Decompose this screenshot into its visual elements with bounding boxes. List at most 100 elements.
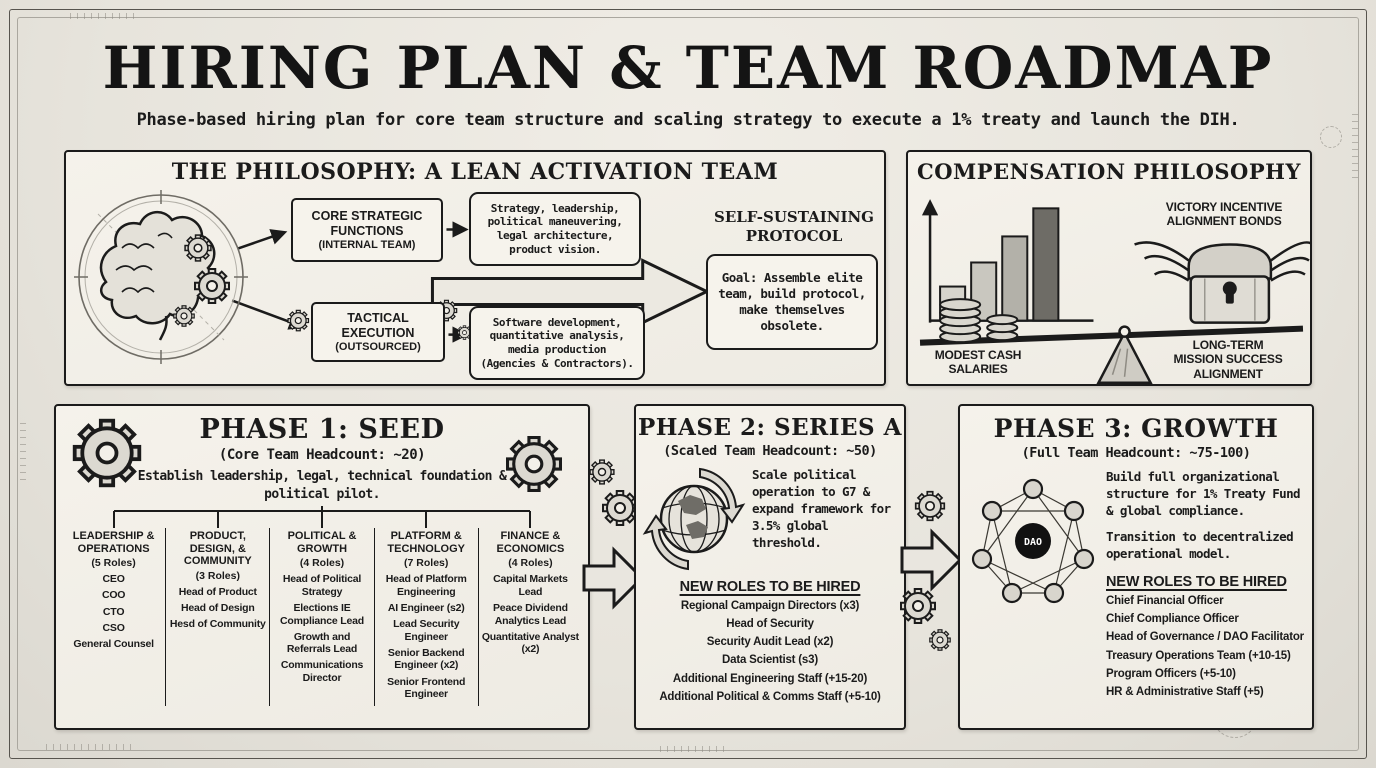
new-roles-title: NEW ROLES TO BE HIRED <box>1106 574 1287 591</box>
gear-icon <box>900 588 936 624</box>
phase2-headcount: (Scaled Team Headcount: ~50) <box>663 443 877 459</box>
growth-bar-chart-icon <box>921 199 1094 323</box>
ruler-marks <box>1352 108 1358 178</box>
phase2-panel: PHASE 2: SERIES A (Scaled Team Headcount… <box>634 404 906 730</box>
philosophy-title: THE PHILOSOPHY: A LEAN ACTIVATION TEAM <box>171 159 779 185</box>
role-item: Chief Compliance Officer <box>1106 613 1239 626</box>
core-functions-box: CORE STRATEGIC FUNCTIONS (INTERNAL TEAM) <box>291 198 443 262</box>
gear-icon <box>184 234 212 262</box>
role-item: Senior Frontend Engineer <box>387 675 466 701</box>
column-count: (7 Roles) <box>404 557 449 570</box>
role-item: Peace Dividend Analytics Lead <box>493 602 568 627</box>
new-roles-title: NEW ROLES TO BE HIRED <box>679 579 861 595</box>
column-title: LEADERSHIP & OPERATIONS <box>72 530 155 555</box>
philosophy-panel: THE PHILOSOPHY: A LEAN ACTIVATION TEAM C… <box>64 150 886 386</box>
role-item: Data Scientist (s3) <box>722 654 818 667</box>
tactical-execution-box: TACTICAL EXECUTION (OUTSOURCED) <box>311 302 445 362</box>
role-item: Senior Backend Engineer (x2) <box>387 646 465 672</box>
coin-stack-icon <box>939 298 1019 344</box>
dao-center-node <box>1015 523 1051 559</box>
role-item: Head of Governance / DAO Facilitator <box>1106 631 1304 644</box>
role-item: Chief Financial Officer <box>1106 594 1224 607</box>
role-item: CTO <box>102 605 125 618</box>
phase1-headcount: (Core Team Headcount: ~20) <box>218 447 426 463</box>
tactical-execution-subtitle: (OUTSOURCED) <box>335 340 421 353</box>
phase2-body: Scale political operation to G7 & expand… <box>642 467 898 571</box>
phase3-title: PHASE 3: GROWTH <box>993 414 1279 443</box>
phase1-description: Establish leadership, legal, technical f… <box>137 469 507 502</box>
phase-transition-arrow <box>900 528 963 592</box>
column-count: (5 Roles) <box>91 557 136 570</box>
phase3-right-column: Build full organizational structure for … <box>1106 469 1304 705</box>
salaries-label: MODEST CASH SALARIES <box>934 348 1022 377</box>
bonds-label: VICTORY INCENTIVE ALIGNMENT BONDS <box>1165 200 1283 229</box>
tactical-execution-title: TACTICAL EXECUTION <box>341 311 415 340</box>
column-title: POLITICAL & GROWTH <box>287 530 357 555</box>
tactical-detail-box: Software development, quantitative analy… <box>469 306 645 380</box>
role-item: Additional Political & Comms Staff (+5-1… <box>659 690 881 703</box>
ruler-marks <box>46 744 136 750</box>
gear-icon <box>589 459 615 485</box>
core-functions-title: CORE STRATEGIC FUNCTIONS <box>311 209 423 238</box>
phase1-column-finance: FINANCE & ECONOMICS (4 Roles) Capital Ma… <box>477 528 582 707</box>
gear-icon <box>173 305 195 327</box>
gear-icon <box>194 268 230 304</box>
role-item: Head of Platform Engineering <box>385 573 467 598</box>
phase3-description-2: Transition to decentralized operational … <box>1106 528 1294 561</box>
phase3-panel: PHASE 3: GROWTH (Full Team Headcount: ~7… <box>958 404 1314 730</box>
protocol-goal-box: Goal: Assemble elite team, build protoco… <box>706 254 878 350</box>
role-item: Head of Design <box>180 602 255 615</box>
role-item: Elections IE Compliance Lead <box>280 602 364 627</box>
ruler-marks <box>20 420 26 480</box>
page-title: HIRING PLAN & TEAM ROADMAP <box>102 34 1274 102</box>
column-title: PRODUCT, DESIGN, & COMMUNITY <box>183 530 252 568</box>
role-item: Additional Engineering Staff (+15-20) <box>672 672 868 685</box>
role-item: Communications Director <box>280 659 364 685</box>
phase-transition-arrow <box>582 546 645 610</box>
core-detail-box: Strategy, leadership, political maneuver… <box>469 192 641 266</box>
compensation-title: COMPENSATION PHILOSOPHY <box>917 159 1301 184</box>
role-item: Hesd of Community <box>169 618 266 631</box>
gear-icon <box>506 436 562 492</box>
new-roles-list: Regional Campaign Directors (x3)Head of … <box>636 600 904 705</box>
winged-treasure-chest-icon <box>1134 241 1310 324</box>
role-item: AI Engineer (s2) <box>387 602 465 615</box>
phase1-title: PHASE 1: SEED <box>199 414 445 445</box>
ruler-marks <box>660 746 730 752</box>
gear-icon <box>602 490 638 526</box>
phase1-column-political: POLITICAL & GROWTH (4 Roles) Head of Pol… <box>269 528 373 707</box>
column-title: PLATFORM & TECHNOLOGY <box>387 530 466 555</box>
phase2-new-roles: NEW ROLES TO BE HIRED Regional Campaign … <box>636 579 904 705</box>
phase2-title: PHASE 2: SERIES A <box>637 414 903 441</box>
gear-icon <box>929 629 951 651</box>
role-item: HR & Administrative Staff (+5) <box>1106 686 1264 699</box>
core-functions-subtitle: (INTERNAL TEAM) <box>318 238 416 251</box>
alignment-label: LONG-TERM MISSION SUCCESS ALIGNMENT <box>1173 338 1283 381</box>
compensation-panel: COMPENSATION PHILOSOPHY <box>906 150 1312 386</box>
phase3-description-1: Build full organizational structure for … <box>1106 469 1301 518</box>
dao-network-icon: DAO <box>971 478 1095 604</box>
role-item: Lead Security Engineer <box>393 618 460 643</box>
column-count: (4 Roles) <box>508 557 553 570</box>
column-count: (3 Roles) <box>195 570 240 583</box>
globe-expansion-icon <box>642 467 746 571</box>
protocol-title: SELF-SUSTAINING PROTOCOL <box>713 208 874 245</box>
role-item: COO <box>101 589 126 602</box>
phase1-panel: PHASE 1: SEED (Core Team Headcount: ~20)… <box>54 404 590 730</box>
frame-decoration <box>1320 126 1342 148</box>
page-subtitle: Phase-based hiring plan for core team st… <box>136 110 1240 130</box>
phase1-column-product: PRODUCT, DESIGN, & COMMUNITY (3 Roles) H… <box>165 528 269 707</box>
dao-label: DAO <box>1024 537 1042 548</box>
brain-gears-icon <box>74 190 248 364</box>
column-title: FINANCE & ECONOMICS <box>496 530 565 555</box>
gear-icon <box>287 309 310 332</box>
phase3-body: DAO Build full organizational structure … <box>968 469 1304 705</box>
role-item: Growth and Referrals Lead <box>286 630 358 656</box>
